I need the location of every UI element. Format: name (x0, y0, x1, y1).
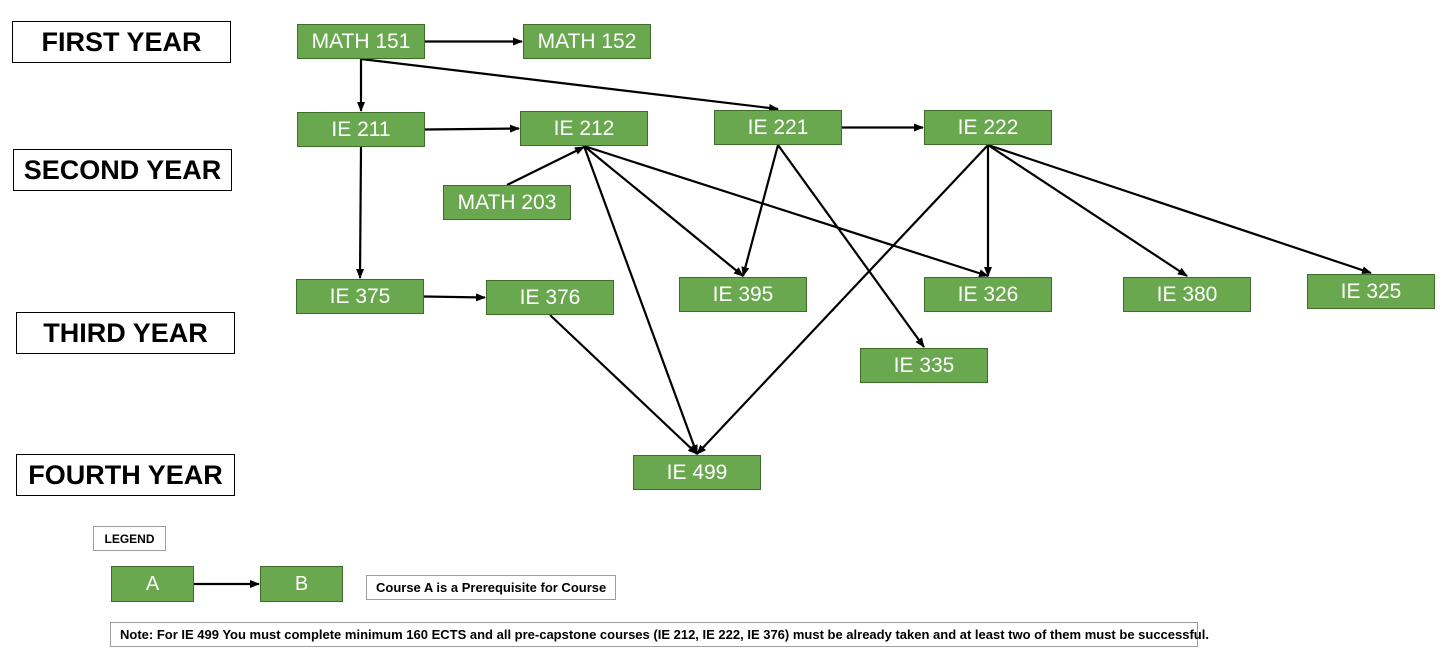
arrow-math151-to-ie221 (360, 57, 779, 112)
course-ie335: IE 335 (860, 348, 988, 383)
year-label-first: FIRST YEAR (12, 21, 231, 63)
year-label-second: SECOND YEAR (13, 149, 232, 191)
arrow-ie222-to-ie325 (987, 143, 1372, 275)
course-ie325: IE 325 (1307, 274, 1435, 309)
capstone-note: Note: For IE 499 You must complete minim… (110, 622, 1209, 647)
course-ie376: IE 376 (486, 280, 614, 315)
course-math203: MATH 203 (443, 185, 571, 220)
arrow-ie211-to-ie212 (424, 124, 520, 133)
course-ie375: IE 375 (296, 279, 424, 314)
arrow-ie221-to-ie335 (777, 144, 925, 348)
legend-course-b: B (260, 566, 343, 602)
course-ie211: IE 211 (297, 112, 425, 147)
course-ie380: IE 380 (1123, 277, 1251, 312)
course-ie221: IE 221 (714, 110, 842, 145)
legend-arrow (194, 580, 260, 588)
arrow-ie222-to-ie380 (987, 144, 1188, 277)
year-label-third: THIRD YEAR (16, 312, 235, 354)
arrow-ie211-to-ie375 (356, 146, 365, 279)
arrow-ie212-to-ie326 (583, 144, 989, 278)
course-ie395: IE 395 (679, 277, 807, 312)
arrow-math203-to-ie212 (506, 146, 585, 186)
course-ie222: IE 222 (924, 110, 1052, 145)
legend-description: Course A is a Prerequisite for Course (366, 575, 616, 600)
legend-title: LEGEND (93, 526, 166, 551)
year-label-fourth: FOURTH YEAR (16, 454, 235, 496)
course-ie499: IE 499 (633, 455, 761, 490)
course-ie326: IE 326 (924, 277, 1052, 312)
arrow-ie221-to-ie395 (741, 144, 780, 277)
arrow-ie376-to-ie499 (549, 314, 698, 455)
arrow-ie212-to-ie499 (582, 145, 699, 455)
arrow-ie222-to-ie499 (696, 144, 989, 455)
legend-course-a: A (111, 566, 194, 602)
course-math151: MATH 151 (297, 24, 425, 59)
course-ie212: IE 212 (520, 111, 648, 146)
course-math152: MATH 152 (523, 24, 651, 59)
arrow-ie212-to-ie395 (583, 145, 744, 277)
arrow-ie375-to-ie376 (423, 293, 486, 302)
